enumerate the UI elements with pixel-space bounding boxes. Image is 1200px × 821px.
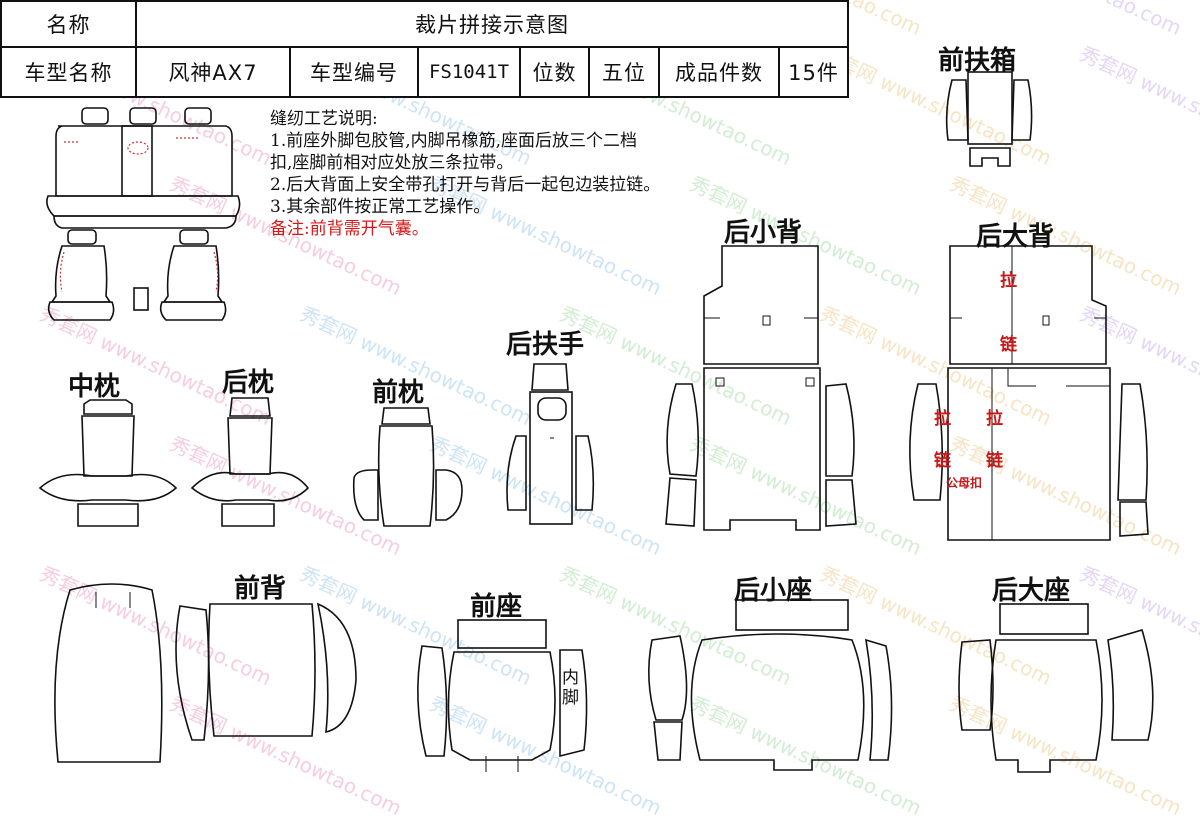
header-pieces: 15件 <box>778 46 849 98</box>
header-pieces-label: 成品件数 <box>658 46 780 98</box>
notes-line-3: 2.后大背面上安全带孔打开与背后一起包边装拉链。 <box>270 175 661 195</box>
male-female-buckle-label: 公母扣 <box>946 476 983 490</box>
label-rear-small-seat: 后小座 <box>734 576 813 606</box>
header-name-label: 名称 <box>0 0 137 48</box>
label-rear-headrest: 后枕 <box>222 368 275 398</box>
inner-foot-label: 内 脚 <box>562 668 579 708</box>
front-headrest-pieces <box>352 407 463 527</box>
front-seats-overview <box>47 229 227 321</box>
header-model-name-label: 车型名称 <box>0 46 137 98</box>
label-front-headrest: 前枕 <box>372 378 425 408</box>
rear-armrest-pieces <box>506 363 595 525</box>
notes-line-2: 扣,座脚前相对应处放三条拉带。 <box>270 153 514 173</box>
header-model-name: 风神AX7 <box>135 46 291 98</box>
label-rear-small-back: 后小背 <box>724 218 803 248</box>
inner-foot-char-1: 内 <box>562 668 579 688</box>
rear-headrest-pieces <box>190 397 310 527</box>
notes-line-4: 3.其余部件按正常工艺操作。 <box>270 197 491 217</box>
notes-line-1: 1.前座外脚包胶管,内脚吊橡筋,座面后放三个二档 <box>270 131 638 151</box>
pattern-pieces <box>38 71 1154 773</box>
zipper-top-lian: 链 <box>1000 335 1017 355</box>
front-armrest-box-pieces <box>945 71 1033 167</box>
label-rear-big-back: 后大背 <box>976 222 1055 252</box>
rear-small-seat-pieces <box>648 599 893 771</box>
rear-bench-overview <box>46 107 241 229</box>
zipper-left-lian: 链 <box>934 451 951 471</box>
sewing-notes: 缝纫工艺说明: 1.前座外脚包胶管,内脚吊橡筋,座面后放三个二档 扣,座脚前相对… <box>270 108 830 240</box>
inner-foot-char-2: 脚 <box>562 688 579 708</box>
header-model-code: FS1041T <box>417 46 521 98</box>
rear-big-back-pieces <box>909 245 1149 541</box>
rear-small-back-pieces <box>665 245 857 531</box>
front-back-pieces <box>54 583 357 763</box>
rear-big-seat-pieces <box>958 603 1154 773</box>
label-rear-big-seat: 后大座 <box>992 576 1071 606</box>
header-seats-label: 位数 <box>519 46 590 98</box>
notes-remark: 备注:前背需开气囊。 <box>270 219 429 239</box>
zipper-top-la: 拉 <box>1000 271 1017 291</box>
zipper-right-la: 拉 <box>986 409 1003 429</box>
label-front-back: 前背 <box>234 574 287 604</box>
zipper-left-la: 拉 <box>934 409 951 429</box>
label-rear-armrest: 后扶手 <box>506 330 585 360</box>
label-middle-headrest: 中枕 <box>68 372 121 402</box>
zipper-right-lian: 链 <box>986 451 1003 471</box>
header-seats: 五位 <box>588 46 660 98</box>
label-front-armrest-box: 前扶箱 <box>938 46 1017 76</box>
header-model-code-label: 车型编号 <box>289 46 419 98</box>
front-seat-pieces <box>417 619 588 772</box>
notes-heading: 缝纫工艺说明: <box>270 109 378 129</box>
middle-headrest-pieces <box>38 399 178 527</box>
label-front-seat: 前座 <box>470 592 523 622</box>
